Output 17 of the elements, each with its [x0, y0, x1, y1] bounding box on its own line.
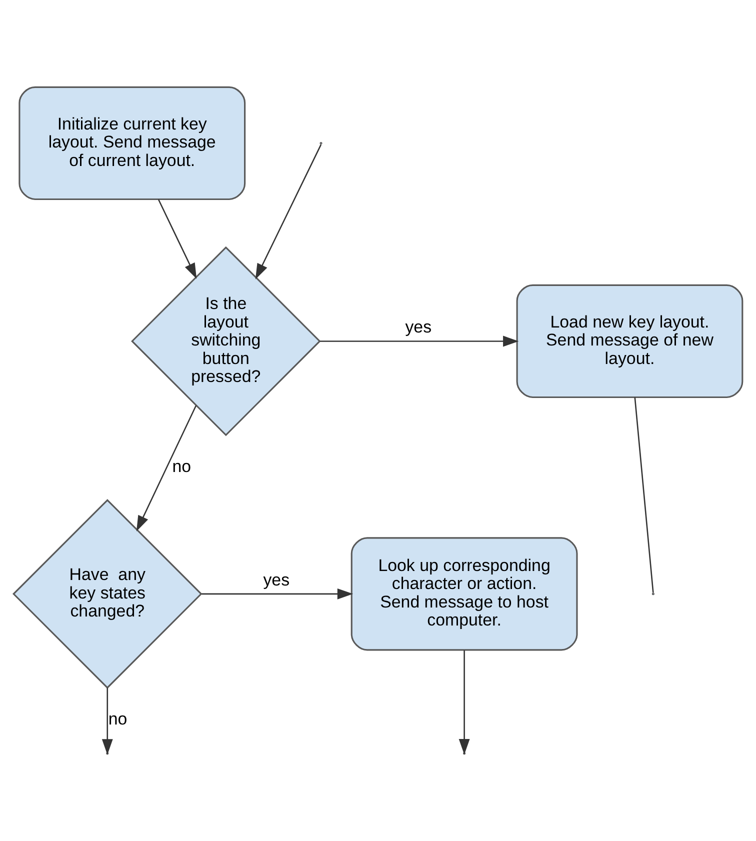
- node-box: Load new key layout. Send message of new layout.: [516, 284, 744, 398]
- node-box: Initialize current key layout. Send message of current layout.: [18, 86, 246, 200]
- arrow: [255, 144, 322, 280]
- node-diamond: Have any key states changed?: [12, 499, 202, 689]
- arrow: [158, 199, 197, 279]
- node-box: Look up corresponding character or action. Send message to host computer.: [350, 537, 578, 651]
- arrow: [458, 650, 470, 755]
- edge-label: no: [172, 457, 192, 476]
- arrow: [320, 336, 519, 347]
- connector: [634, 397, 654, 593]
- arrow: [202, 588, 354, 600]
- arrow: [136, 405, 197, 532]
- node-diamond: Is the layout switching button pressed?: [131, 246, 321, 436]
- edge-label: yes: [405, 318, 432, 337]
- arrow: [102, 688, 113, 755]
- edge-label: yes: [263, 570, 290, 590]
- edge-label: no: [108, 710, 128, 729]
